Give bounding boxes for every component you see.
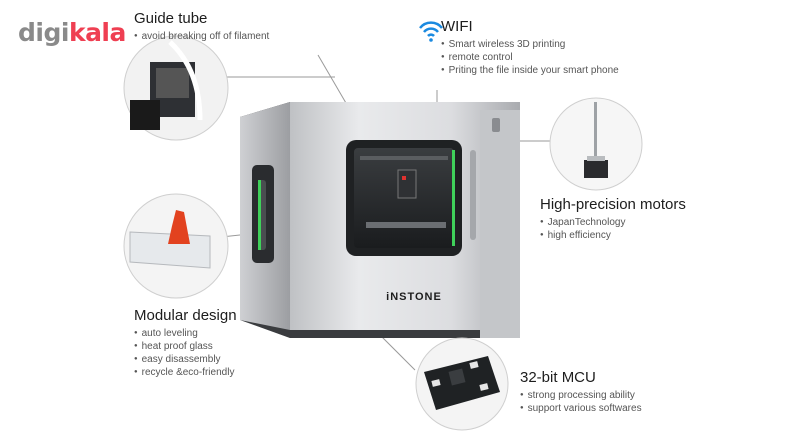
list-item: heat proof glass — [134, 340, 237, 353]
feature-motors: High-precision motors JapanTechnology hi… — [540, 196, 686, 242]
brand-logo-part1: digi — [18, 18, 69, 47]
feature-mcu-list: strong processing ability support variou… — [520, 389, 642, 415]
mcu-detail-circle — [415, 337, 509, 431]
feature-mcu: 32-bit MCU strong processing ability sup… — [520, 369, 642, 415]
printer-front-led — [452, 150, 455, 246]
list-item: easy disassembly — [134, 353, 237, 366]
printer-base-strip — [240, 320, 520, 338]
list-item: Priting the file inside your smart phone — [441, 64, 619, 77]
mcu-connector-1 — [469, 361, 479, 369]
modular-printed-object — [168, 210, 190, 244]
motor-top-cap — [587, 156, 605, 161]
feature-guide-tube-title: Guide tube — [134, 10, 208, 27]
feature-wifi-list: Smart wireless 3D printing remote contro… — [441, 38, 619, 77]
list-item: recycle &eco-friendly — [134, 366, 237, 379]
printer-build-plate — [366, 222, 446, 228]
printer-status-light — [492, 118, 500, 132]
printer-door-handle — [470, 150, 476, 240]
printer-door-hinge — [480, 110, 520, 338]
mcu-chip — [448, 368, 466, 386]
feature-wifi: WIFI Smart wireless 3D printing remote c… — [441, 18, 619, 77]
feature-guide-tube: Guide tube avoid breaking off of filamen… — [134, 10, 269, 43]
brand-logo-part2: kala — [68, 18, 126, 47]
list-item: avoid breaking off of filament — [134, 30, 270, 43]
printer: iNSTONE — [240, 102, 520, 338]
feature-modular-list: auto leveling heat proof glass easy disa… — [134, 327, 237, 379]
motor-lead-screw — [594, 102, 597, 162]
list-item: support various softwares — [520, 402, 642, 415]
list-item: strong processing ability — [520, 389, 642, 402]
guide-tube-fan-grille — [156, 68, 189, 98]
feature-motors-title: High-precision motors — [540, 196, 686, 213]
printer-gantry — [360, 156, 448, 160]
feature-guide-tube-list: avoid breaking off of filament — [134, 30, 270, 43]
printer-extruder-light — [402, 176, 406, 180]
feature-modular: Modular design auto leveling heat proof … — [134, 307, 237, 379]
motor-body — [584, 160, 608, 178]
guide-tube-detail-circle — [123, 35, 229, 141]
motor-detail-circle — [549, 97, 643, 191]
printer-brand-label: iNSTONE — [386, 291, 442, 303]
wifi-icon — [419, 21, 443, 42]
brand-logo: digikala — [18, 18, 126, 47]
printer-extruder — [397, 169, 417, 199]
modular-detail-circle — [123, 193, 229, 299]
mcu-connector-3 — [479, 383, 489, 391]
list-item: JapanTechnology — [540, 216, 686, 229]
mcu-connector-2 — [431, 379, 441, 387]
list-item: remote control — [441, 51, 619, 64]
list-item: high efficiency — [540, 229, 686, 242]
feature-motors-list: JapanTechnology high efficiency — [540, 216, 686, 242]
mcu-board — [424, 356, 500, 410]
guide-tube-mount — [130, 100, 160, 130]
guide-tube-tube — [168, 40, 203, 121]
list-item: auto leveling — [134, 327, 237, 340]
list-item: Smart wireless 3D printing — [441, 38, 619, 51]
printer-side-led — [258, 180, 261, 250]
feature-modular-title: Modular design — [134, 307, 237, 324]
feature-mcu-title: 32-bit MCU — [520, 369, 596, 386]
feature-wifi-title: WIFI — [441, 18, 473, 35]
